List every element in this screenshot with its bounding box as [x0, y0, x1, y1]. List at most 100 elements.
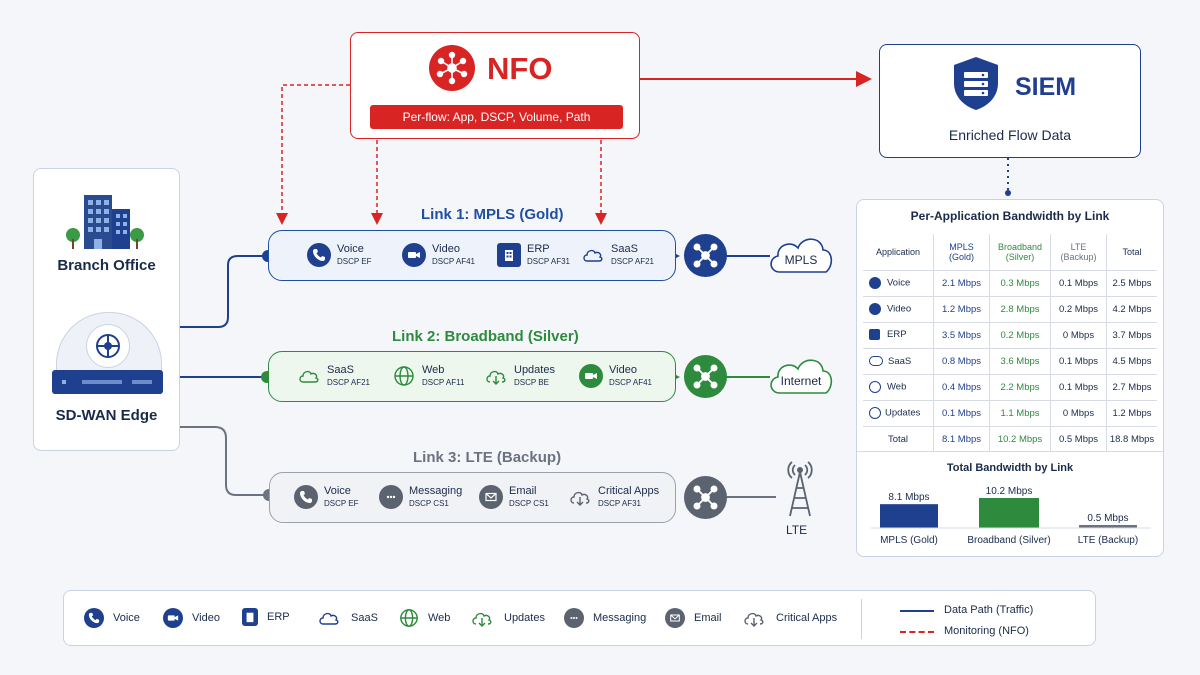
internet-cloud: Internet: [766, 349, 836, 397]
cloud-icon: [316, 608, 342, 628]
bandwidth-table: Application MPLS (Gold) Broadband (Silve…: [863, 234, 1157, 452]
table-title: Per-Application Bandwidth by Link: [910, 209, 1110, 223]
bandwidth-panel: Per-Application Bandwidth by Link Applic…: [856, 199, 1164, 557]
cloud-download-icon: [869, 407, 881, 419]
row-app: Video: [887, 303, 912, 315]
link-1-title: Link 1: MPLS (Gold): [421, 206, 564, 223]
table-row: Voice 2.1 Mbps 0.3 Mbps 0.1 Mbps 2.5 Mbp…: [863, 269, 1157, 297]
cell-mpls: 0.8 Mbps: [933, 347, 990, 375]
nfo-title: NFO: [487, 51, 553, 86]
cell-lte: 0.1 Mbps: [1050, 373, 1107, 401]
nfo-hub-icon: [429, 45, 475, 91]
siem-subtitle: Enriched Flow Data: [948, 127, 1072, 143]
link-3-title: Link 3: LTE (Backup): [413, 449, 562, 466]
siem-box: SIEM Enriched Flow Data: [879, 44, 1141, 158]
app-name: SaaS: [327, 364, 354, 377]
cell-lte: 0 Mbps: [1050, 399, 1107, 427]
envelope-icon: [665, 608, 685, 628]
mpls-cloud: MPLS: [766, 228, 836, 276]
app-name: Video: [609, 364, 637, 377]
cell-lte: 0.2 Mbps: [1050, 295, 1107, 323]
branch-office-label: Branch Office: [57, 257, 156, 274]
cloud-download-icon: [484, 364, 508, 388]
erp-building-icon: [497, 243, 521, 267]
app-dscp: DSCP AF31: [598, 498, 641, 508]
app-name: Video: [432, 243, 460, 256]
cell-total: 4.2 Mbps: [1106, 295, 1157, 323]
app-dscp: DSCP AF21: [611, 256, 654, 266]
legend-label: Critical Apps: [776, 612, 838, 624]
cell-mpls: 0.1 Mbps: [933, 399, 990, 427]
cell-total: 18.8 Mbps: [1106, 425, 1157, 452]
cell-total: 2.5 Mbps: [1106, 269, 1157, 297]
cell-mpls: 3.5 Mbps: [933, 321, 990, 349]
erp-building-icon: [869, 329, 880, 341]
cell-broadband: 1.1 Mbps: [989, 399, 1051, 427]
sd-wan-appliance: [52, 370, 163, 394]
branch-box: Branch Office SD-WAN Edge: [33, 168, 180, 451]
cell-broadband: 2.8 Mbps: [989, 295, 1051, 323]
app-dscp: DSCP AF31: [527, 256, 570, 266]
app-name: Web: [422, 364, 445, 377]
table-row: ERP 3.5 Mbps 0.2 Mbps 0 Mbps 3.7 Mbps: [863, 321, 1157, 349]
cell-broadband: 0.3 Mbps: [989, 269, 1051, 297]
table-row: SaaS 0.8 Mbps 3.6 Mbps 0.1 Mbps 4.5 Mbps: [863, 347, 1157, 375]
mpls-label: MPLS: [784, 253, 818, 267]
app-dscp: DSCP AF41: [432, 256, 475, 266]
cell-total: 4.5 Mbps: [1106, 347, 1157, 375]
cloud-icon: [869, 355, 883, 366]
legend-critical-apps: Critical Apps: [741, 608, 837, 628]
video-camera-icon: [579, 364, 603, 388]
cloud-icon: [581, 243, 605, 267]
legend-video: Video: [163, 608, 220, 628]
app-dscp: DSCP AF11: [422, 377, 465, 387]
lte-label: LTE: [786, 523, 808, 537]
globe-icon: [399, 608, 419, 628]
legend-label: Voice: [113, 612, 140, 624]
internet-label: Internet: [780, 374, 822, 388]
bar-2: [1079, 525, 1137, 528]
app-name: Messaging: [409, 485, 463, 498]
app-name: SaaS: [611, 243, 638, 256]
video-camera-icon: [163, 608, 183, 628]
col-header-total: Total: [1106, 234, 1157, 271]
row-app: Updates: [885, 407, 921, 419]
router-icon: [684, 234, 727, 277]
cell-total: 3.7 Mbps: [1106, 321, 1157, 349]
bar-0: [880, 504, 938, 528]
app-name: Email: [509, 485, 537, 498]
col-header-application: Application: [863, 234, 934, 271]
app-dscp: DSCP AF41: [609, 377, 652, 387]
row-app: Total: [863, 425, 934, 452]
cloud-download-icon: [741, 608, 767, 628]
router-icon: [684, 355, 727, 398]
video-camera-icon: [402, 243, 426, 267]
legend-email: Email: [665, 608, 722, 628]
building-icon: [64, 187, 146, 256]
cell-lte: 0 Mbps: [1050, 321, 1107, 349]
legend-label: SaaS: [351, 612, 378, 624]
row-app: Web: [887, 381, 907, 393]
nfo-box: NFO Per-flow: App, DSCP, Volume, Path: [350, 32, 640, 139]
cell-lte: 0.1 Mbps: [1050, 269, 1107, 297]
cell-lte: 0.1 Mbps: [1050, 347, 1107, 375]
legend-label: Updates: [504, 612, 545, 624]
bar-category-label: MPLS (Gold): [880, 535, 938, 546]
data-path-label: Data Path (Traffic): [944, 604, 1034, 616]
sd-wan-edge-label: SD-WAN Edge: [55, 407, 158, 424]
erp-building-icon: [242, 608, 258, 626]
app-dscp: DSCP CS1: [409, 498, 449, 508]
panel-divider: [857, 451, 1163, 452]
app-name: Updates: [514, 364, 555, 377]
bar-category-label: Broadband (Silver): [967, 535, 1050, 546]
